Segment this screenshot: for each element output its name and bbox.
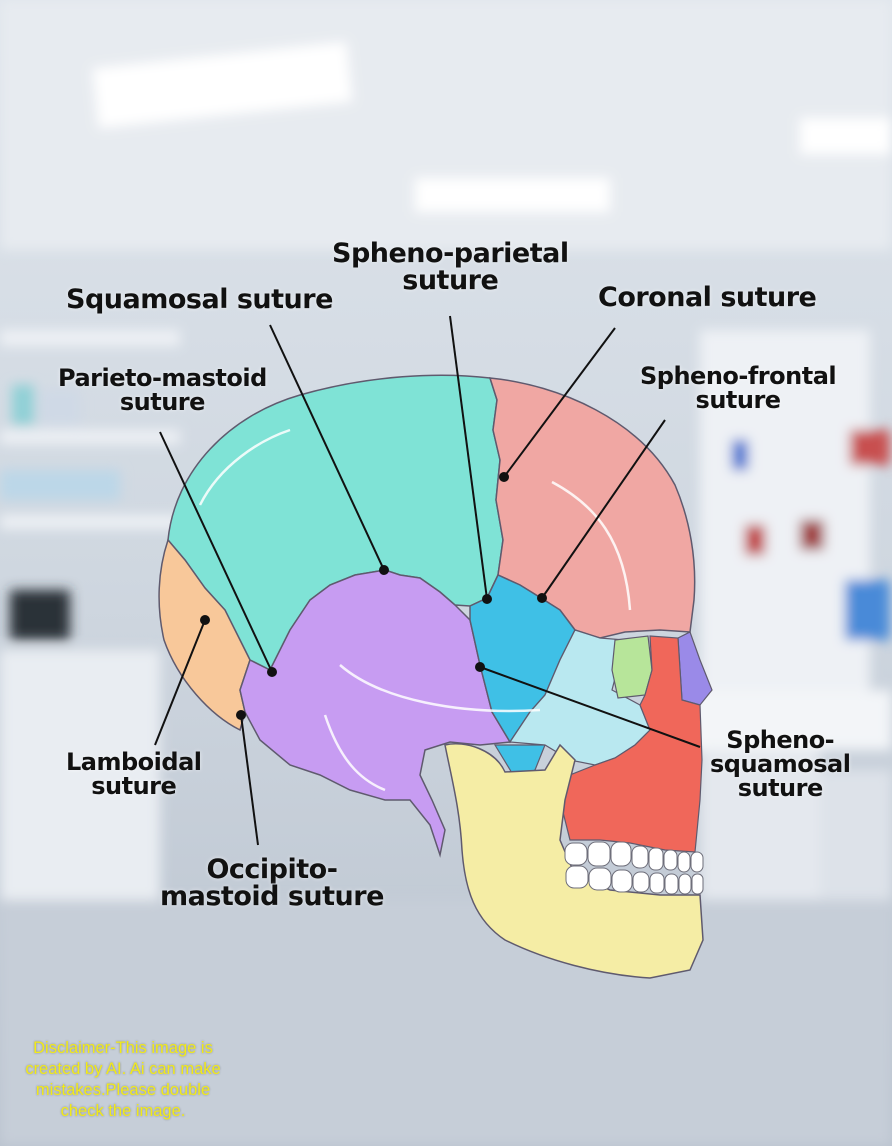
label-line: suture	[737, 774, 824, 802]
mandible	[444, 743, 704, 979]
ai-disclaimer: Disclaimer-This image is created by AI. …	[10, 1038, 236, 1122]
label-line: suture	[695, 386, 782, 414]
skull	[158, 374, 713, 979]
label-spheno-frontal-suture: Spheno-frontal suture	[640, 362, 837, 414]
label-squamosal-suture: Squamosal suture	[66, 286, 333, 313]
suture-points	[200, 472, 547, 720]
label-line: Coronal suture	[598, 282, 817, 313]
disclaimer-line: check the image.	[60, 1101, 186, 1120]
label-line: Spheno-	[726, 726, 835, 754]
label-line: mastoid suture	[160, 881, 384, 912]
label-line: Lamboidal	[66, 748, 202, 776]
label-line: Parieto-mastoid	[58, 364, 267, 392]
disclaimer-line: created by AI. Ai can make	[25, 1059, 221, 1078]
label-parieto-mastoid-suture: Parieto-mastoid suture	[58, 366, 267, 414]
skull-highlights	[198, 428, 632, 792]
label-line: Occipito-	[206, 854, 338, 885]
label-line: suture	[119, 388, 206, 416]
label-line: Squamosal suture	[66, 284, 333, 315]
disclaimer-line: mistakes.Please double	[35, 1080, 211, 1099]
maxilla	[559, 635, 703, 853]
label-line: Spheno-frontal	[640, 362, 837, 390]
label-spheno-parietal-suture: Spheno-parietal suture	[332, 240, 569, 294]
label-lamboidal-suture: Lamboidal suture	[66, 750, 202, 798]
label-line: suture	[91, 772, 177, 800]
label-line: Spheno-parietal	[332, 238, 569, 269]
label-coronal-suture: Coronal suture	[598, 282, 817, 313]
label-line: squamosal	[710, 750, 851, 778]
leader-lines	[154, 315, 701, 846]
orbit	[611, 635, 653, 699]
temporal-bone	[239, 569, 512, 858]
label-occipito-mastoid-suture: Occipito- mastoid suture	[160, 856, 384, 910]
disclaimer-line: Disclaimer-This image is	[33, 1039, 213, 1057]
label-spheno-squamosal-suture: Spheno- squamosal suture	[710, 726, 851, 802]
label-line: suture	[402, 265, 499, 296]
teeth	[564, 841, 704, 895]
